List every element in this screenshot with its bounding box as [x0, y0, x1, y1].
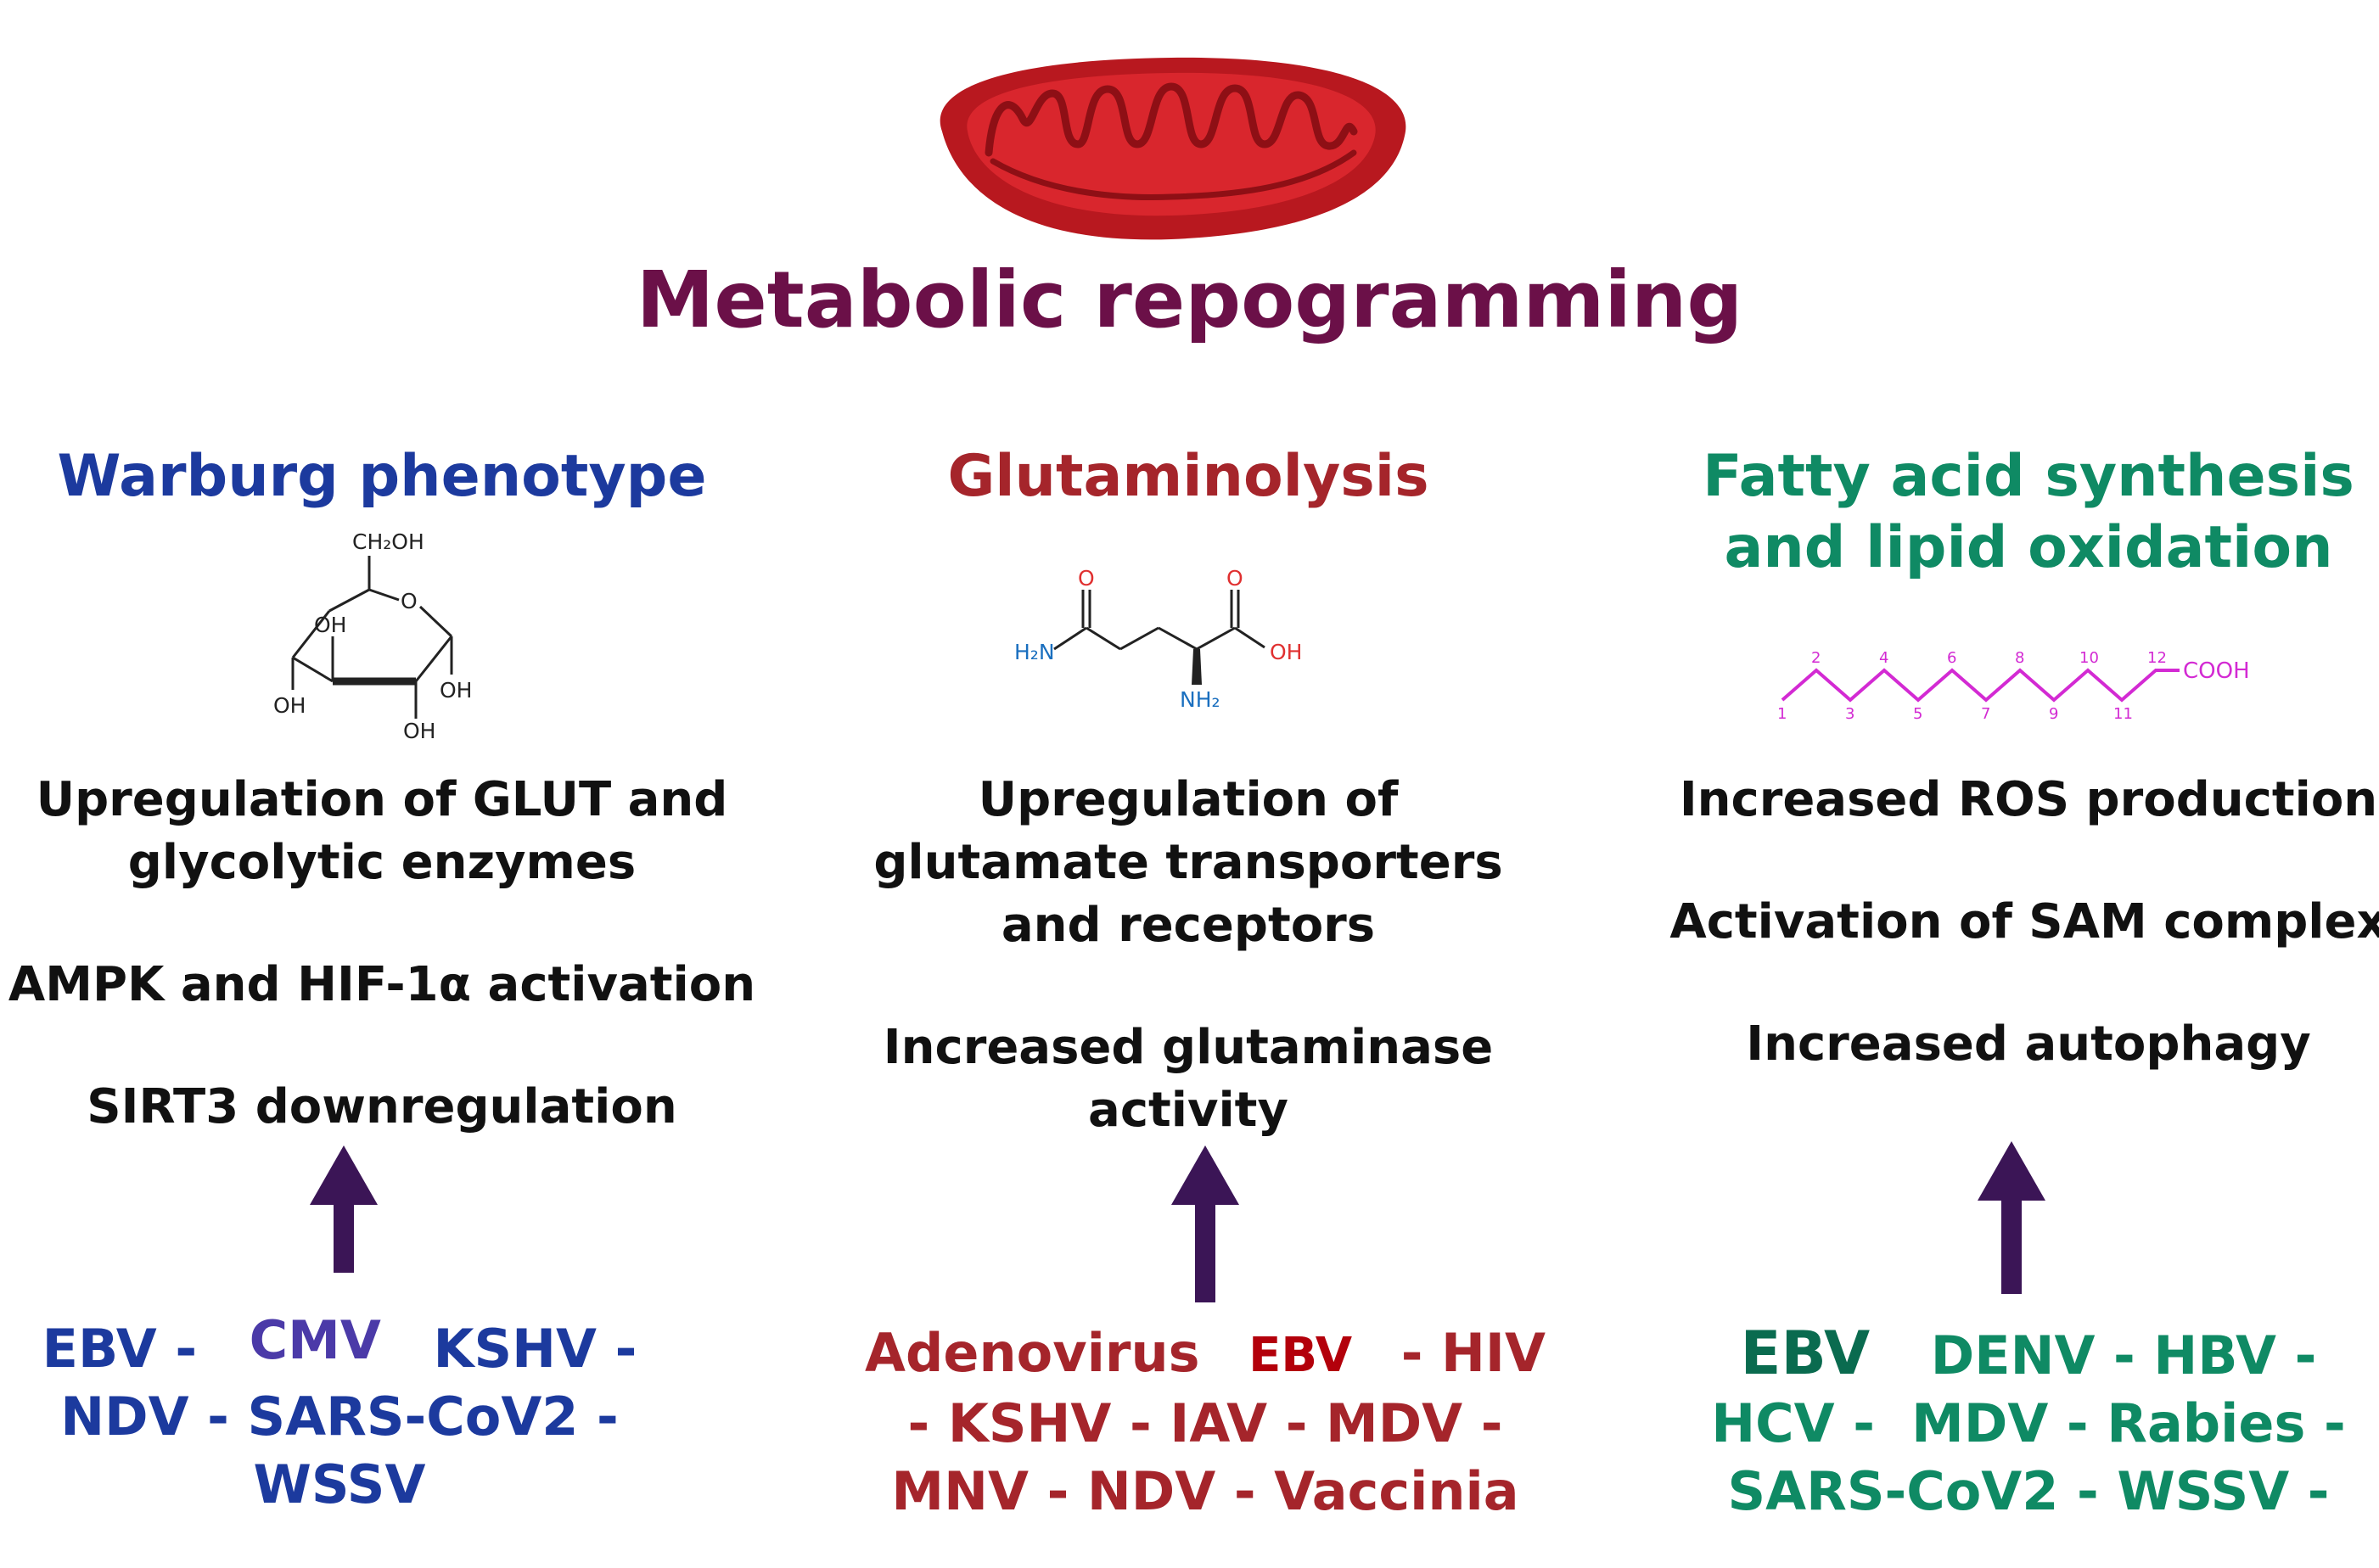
- virus-label: KSHV -: [433, 1318, 637, 1380]
- glutamine-statements: Upregulation of glutamate transporters a…: [806, 769, 1570, 1142]
- fatty-heading: Fatty acid synthesis: [1703, 443, 2354, 510]
- arrow-up-icon: [310, 1145, 378, 1273]
- warburg-column: Warburg phenotype: [0, 441, 764, 512]
- carbon-number: 6: [1947, 649, 1956, 667]
- virus-label: Adenovirus: [865, 1322, 1200, 1384]
- warburg-statement: Upregulation of GLUT and: [36, 772, 728, 827]
- glutamine-heading: Glutaminolysis: [947, 443, 1429, 510]
- mitochondrion-icon: [940, 57, 1406, 240]
- nh2-label: NH₂: [1180, 687, 1220, 712]
- carbon-number: 10: [2079, 649, 2099, 667]
- glutamine-statement: activity: [1088, 1083, 1288, 1138]
- carbon-number: 1: [1777, 705, 1787, 723]
- arrow-up-icon: [1171, 1145, 1239, 1302]
- fatty-statements: Increased ROS production Activation of S…: [1655, 769, 2379, 1076]
- virus-line: SARS-CoV2 - WSSV -: [1727, 1460, 2330, 1522]
- fatty-acid-chain-icon: 1 2 3 4 5 6 7 8 9 10 11 12 COOH: [1777, 649, 2250, 723]
- fatty-statement: Activation of SAM complex: [1669, 894, 2379, 949]
- virus-line: WSSV: [253, 1453, 426, 1515]
- virus-label-cmv: CMV: [249, 1309, 381, 1371]
- virus-label: EBV -: [42, 1318, 198, 1380]
- fatty-statement: Increased autophagy: [1746, 1016, 2311, 1072]
- glutamine-statement: Upregulation of: [978, 772, 1399, 827]
- virus-label: - HIV: [1400, 1322, 1546, 1384]
- virus-label: DENV - HBV -: [1930, 1324, 2317, 1386]
- glutamine-viruses: Adenovirus EBV - HIV - KSHV - IAV - MDV …: [849, 1319, 1562, 1526]
- virus-line: MNV - NDV - Vaccinia: [891, 1460, 1519, 1522]
- page-title: Metabolic repogramming: [636, 255, 1743, 345]
- warburg-statement: AMPK and HIF-1α activation: [8, 957, 756, 1012]
- carbon-number: 7: [1981, 705, 1990, 723]
- fatty-statement: Increased ROS production: [1679, 772, 2378, 827]
- warburg-heading: Warburg phenotype: [57, 443, 707, 510]
- carbon-number: 9: [2049, 705, 2058, 723]
- warburg-viruses: EBV - CMV KSHV - NDV - SARS-CoV2 - WSSV: [0, 1309, 679, 1519]
- oh-inner-label: OH: [314, 613, 346, 637]
- carbon-number: 8: [2015, 649, 2024, 667]
- oxygen-left-label: O: [1078, 566, 1095, 591]
- carbon-number: 3: [1845, 705, 1854, 723]
- ch2oh-label: CH₂OH: [352, 530, 424, 554]
- arrow-up-icon: [1978, 1141, 2045, 1294]
- fatty-heading: and lipid oxidation: [1724, 514, 2333, 581]
- glutamine-statement: Increased glutaminase: [883, 1020, 1494, 1075]
- warburg-statement: SIRT3 downregulation: [87, 1079, 677, 1134]
- glutamine-column: Glutaminolysis: [806, 441, 1570, 512]
- glucose-molecule-icon: CH₂OH O OH OH OH OH: [273, 530, 472, 743]
- fatty-viruses: EBV DENV - HBV - HCV - MDV - Rabies - SA…: [1664, 1319, 2379, 1526]
- carbon-number: 11: [2113, 705, 2133, 723]
- warburg-statements: Upregulation of GLUT and glycolytic enzy…: [0, 769, 764, 1139]
- virus-label-ebv: EBV: [1740, 1319, 1871, 1388]
- carbon-number: 12: [2147, 649, 2167, 667]
- hydroxyl-label: OH: [1270, 640, 1302, 664]
- carbon-number: 5: [1913, 705, 1922, 723]
- virus-line: EBV DENV - HBV -: [1664, 1319, 2379, 1390]
- virus-line: EBV - CMV KSHV -: [0, 1309, 679, 1383]
- cooh-label: COOH: [2183, 658, 2250, 684]
- oh-left-label: OH: [273, 693, 306, 718]
- virus-line: NDV - SARS-CoV2 -: [60, 1386, 619, 1448]
- h2n-label: H₂N: [1014, 640, 1055, 664]
- glutamine-molecule-icon: O O H₂N OH NH₂: [1014, 566, 1302, 712]
- virus-line: Adenovirus EBV - HIV: [849, 1319, 1562, 1390]
- virus-line: HCV - MDV - Rabies -: [1711, 1392, 2346, 1454]
- virus-label-ebv: EBV: [1248, 1328, 1353, 1383]
- oh-right-label: OH: [440, 678, 472, 703]
- glutamine-statement: and receptors: [1001, 898, 1376, 953]
- oxygen-right-label: O: [1226, 566, 1243, 591]
- oh-bottom-label: OH: [403, 719, 435, 743]
- carbon-number: 4: [1879, 649, 1888, 667]
- carbon-number: 2: [1811, 649, 1821, 667]
- fatty-column: Fatty acid synthesis and lipid oxidation: [1655, 441, 2379, 584]
- ring-oxygen-label: O: [401, 589, 418, 613]
- virus-line: - KSHV - IAV - MDV -: [907, 1392, 1503, 1454]
- glutamine-statement: glutamate transporters: [873, 835, 1503, 890]
- warburg-statement: glycolytic enzymes: [127, 835, 637, 890]
